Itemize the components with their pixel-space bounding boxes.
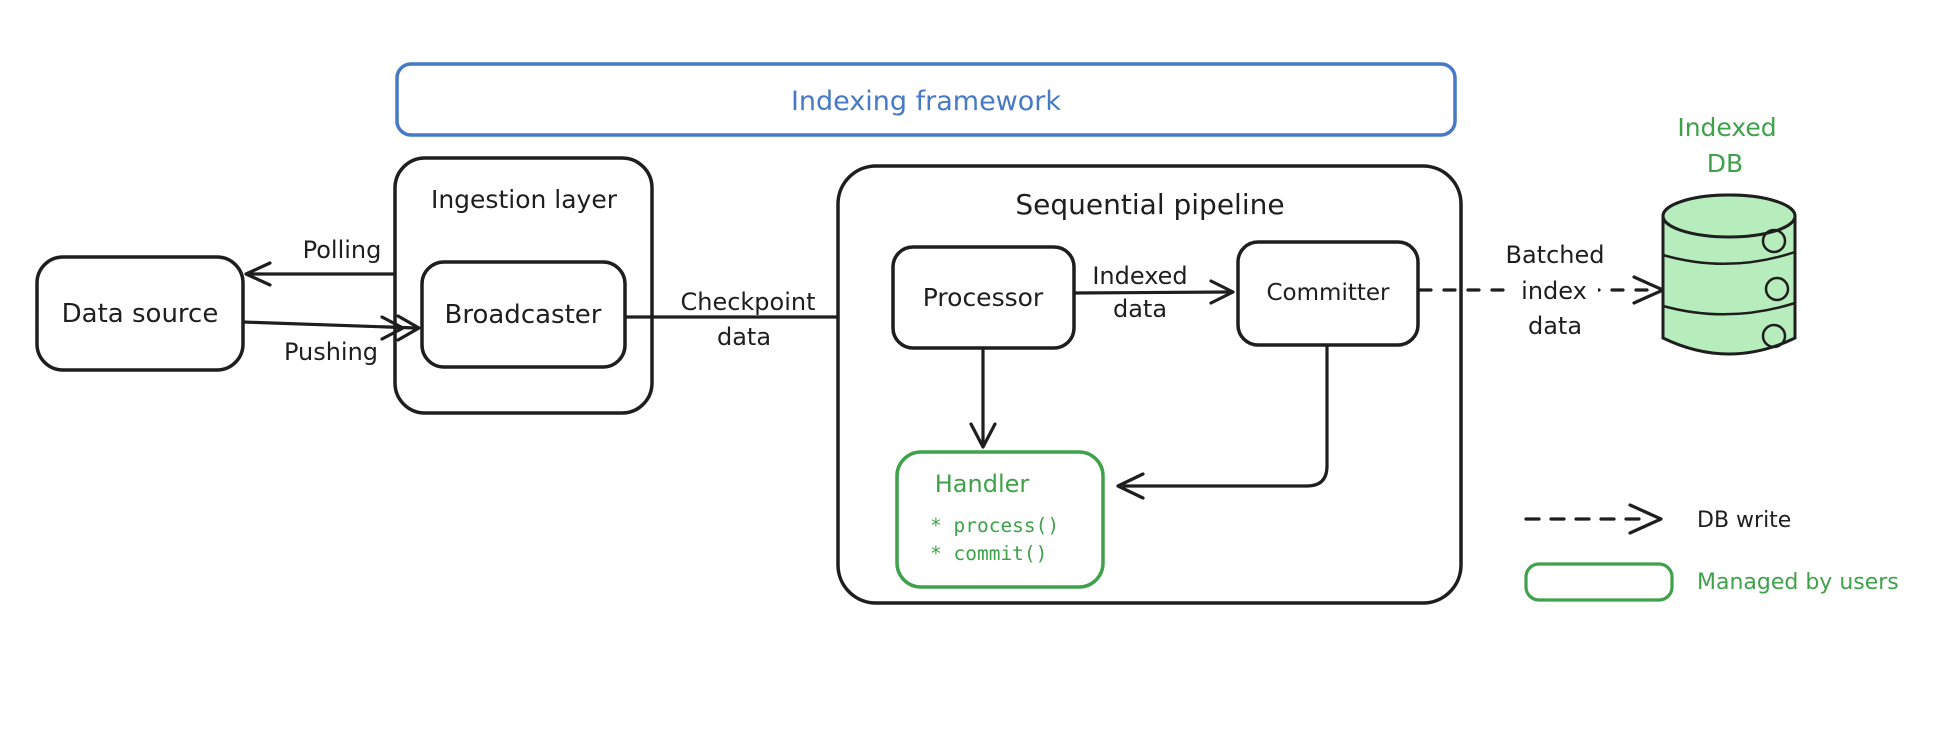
indexed-data-line	[1072, 290, 1231, 295]
legend-managed-by-users-label: Managed by users	[1697, 570, 1899, 595]
committer-label: Committer	[1267, 280, 1391, 306]
indexed-data-edge: Indexed data	[1072, 262, 1235, 323]
pushing-arrowhead2-icon	[380, 315, 405, 341]
committer-handler-line	[1122, 343, 1329, 488]
pushing-arrowhead-icon	[396, 314, 421, 342]
data-source-box	[35, 255, 245, 372]
indexing-framework-title: Indexing framework	[791, 86, 1061, 117]
broadcaster-box	[420, 260, 627, 369]
legend-arrowhead-icon	[1628, 503, 1663, 535]
database-cylinder-icon	[1661, 193, 1797, 356]
checkpoint-label-line2: data	[717, 323, 771, 351]
indexing-framework-border	[395, 62, 1457, 137]
ingestion-layer-label: Ingestion layer	[431, 185, 618, 214]
db-dot-1	[1761, 228, 1787, 254]
pushing-label: Pushing	[284, 338, 378, 366]
indexed-data-arrowhead-icon	[1209, 279, 1235, 305]
legend-db-write-row: DB write	[1524, 503, 1791, 535]
processor-to-handler-edge	[969, 346, 997, 449]
pushing-line	[241, 320, 418, 330]
db-divider-1	[1661, 250, 1797, 265]
batched-index-data-edge: Batched index data	[1418, 241, 1665, 340]
batched-index-label-line2: index	[1521, 277, 1587, 305]
indexed-db-label-line2: DB	[1707, 149, 1743, 178]
sequential-pipeline-node: Sequential pipeline Processor Committer …	[836, 164, 1463, 605]
processor-handler-arrowhead-icon	[969, 422, 997, 449]
indexed-db-label-line1: Indexed	[1677, 113, 1776, 142]
committer-to-handler-edge	[1116, 343, 1329, 500]
legend: DB write Managed by users	[1524, 503, 1899, 602]
db-divider-2	[1661, 301, 1797, 316]
polling-label: Polling	[303, 236, 382, 264]
indexed-db-node: Indexed DB	[1661, 113, 1797, 356]
pushing-edge: Pushing	[241, 314, 421, 366]
legend-managed-by-users-row: Managed by users	[1524, 562, 1899, 602]
polling-arrowhead-icon	[244, 261, 272, 287]
polling-edge: Polling	[244, 236, 397, 287]
db-dot-3	[1761, 323, 1787, 349]
legend-green-box-icon	[1524, 562, 1674, 602]
indexed-data-label-line2: data	[1113, 295, 1167, 323]
handler-box	[895, 450, 1105, 589]
handler-method-commit: * commit()	[930, 542, 1047, 565]
handler-label: Handler	[935, 470, 1030, 498]
indexing-framework-frame: Indexing framework	[395, 62, 1457, 137]
ingestion-layer-node: Ingestion layer Broadcaster	[393, 156, 654, 415]
batched-index-label-line1: Batched	[1506, 241, 1605, 269]
data-source-node: Data source	[35, 255, 245, 372]
sequential-pipeline-label: Sequential pipeline	[1015, 188, 1284, 221]
processor-label: Processor	[923, 283, 1044, 312]
batched-index-label-line3: data	[1528, 312, 1582, 340]
handler-method-process: * process()	[930, 514, 1059, 537]
committer-handler-arrowhead-icon	[1116, 472, 1145, 500]
db-dot-2	[1764, 276, 1790, 302]
db-cylinder-top	[1661, 193, 1797, 239]
handler-node: Handler * process() * commit()	[895, 450, 1105, 589]
legend-db-write-label: DB write	[1697, 508, 1791, 533]
broadcaster-label: Broadcaster	[445, 300, 602, 330]
indexed-data-label-line1: Indexed	[1092, 262, 1187, 290]
checkpoint-label-line1: Checkpoint	[680, 288, 815, 316]
data-source-label: Data source	[62, 299, 219, 329]
batched-index-label-bg	[1512, 276, 1598, 304]
